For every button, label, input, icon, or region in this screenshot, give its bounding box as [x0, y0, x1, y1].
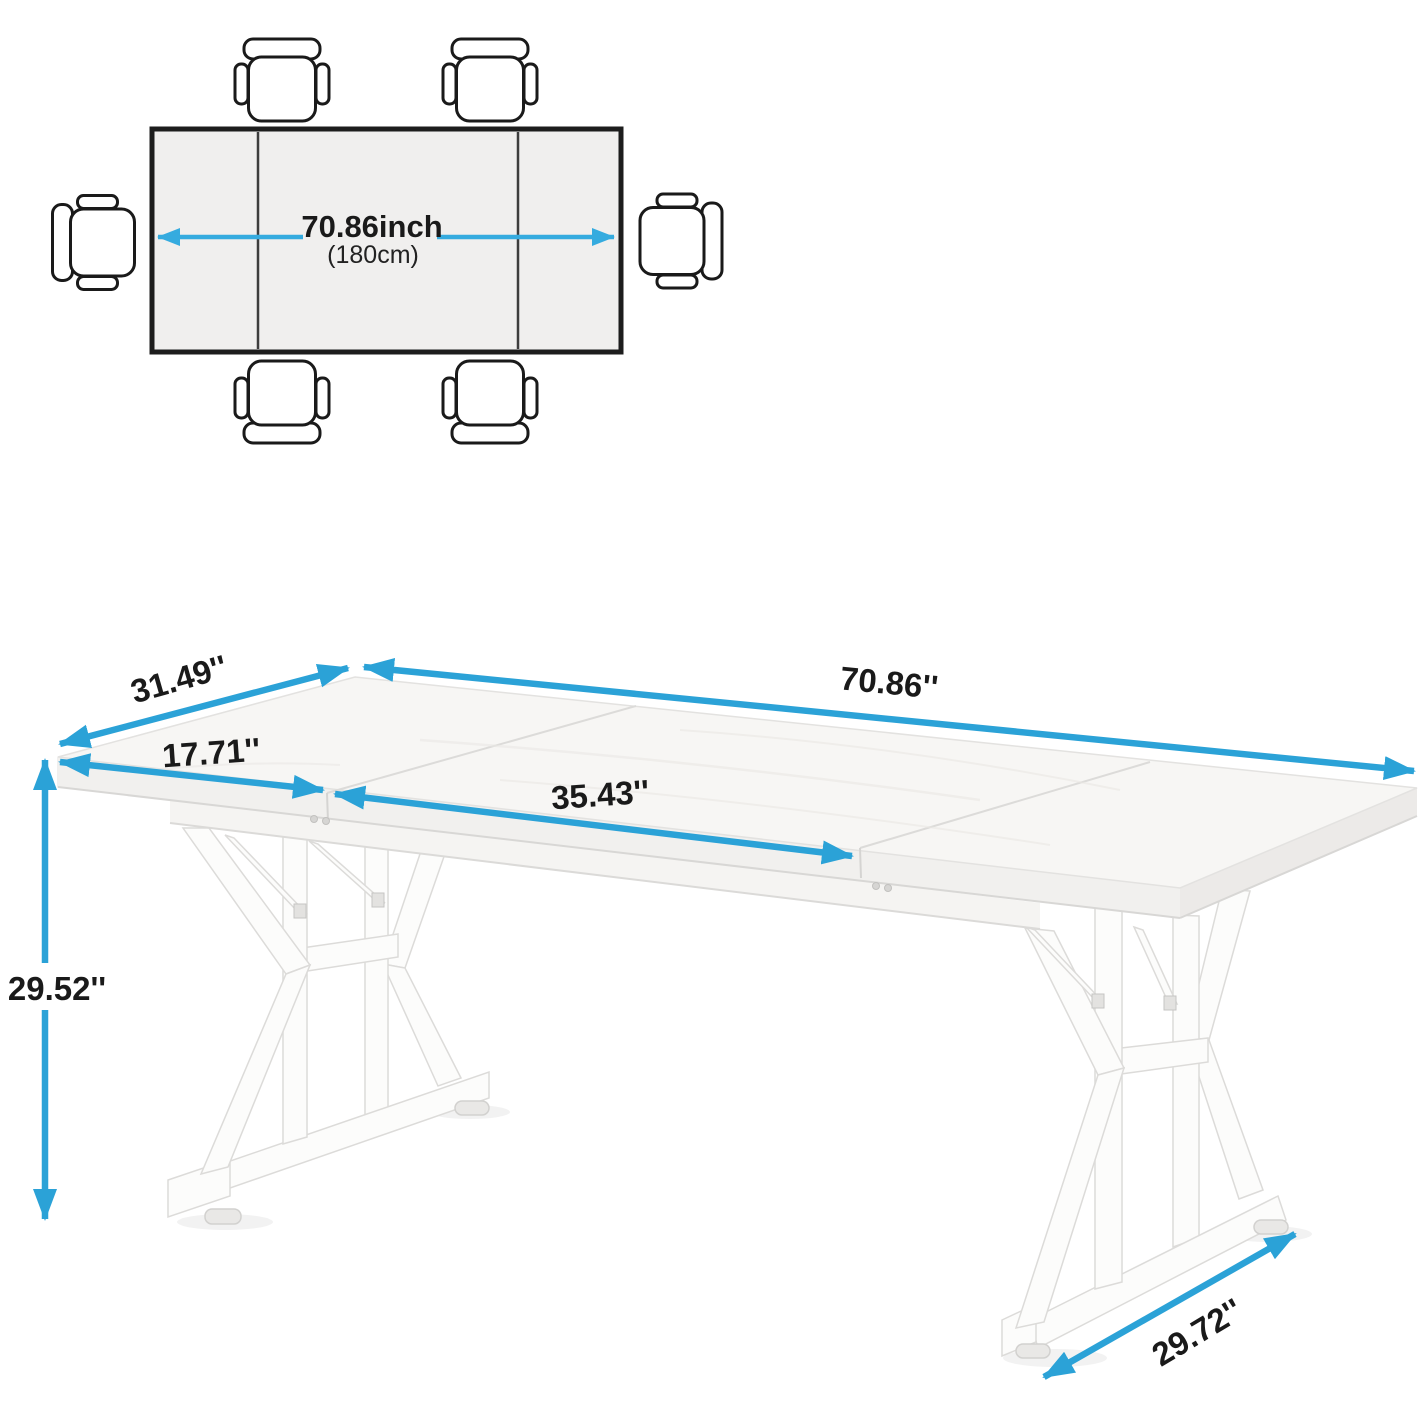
chair-top-left [233, 37, 331, 123]
foot [204, 1208, 242, 1225]
back-post [364, 844, 389, 1121]
leaf-seam-2-front [859, 847, 862, 879]
bolt-plate [371, 892, 385, 908]
leaf-label: 17.71'' [161, 731, 262, 775]
bolt-plate [1091, 993, 1105, 1009]
base-depth-label: 29.72'' [1145, 1291, 1248, 1373]
leaf-seam-1-front [326, 792, 329, 823]
perspective-view: 31.49'' 70.86'' 17.71'' 35.43'' 29.52'' … [8, 648, 1418, 1380]
half-arrow [333, 785, 854, 865]
leaf-arrow [58, 753, 325, 799]
bolt-plate [293, 903, 307, 919]
back-leg-lower [381, 963, 463, 1087]
brace [1132, 925, 1179, 1006]
foot [1253, 1219, 1289, 1235]
back-post [1172, 914, 1200, 1249]
table-outline [149, 126, 624, 355]
base-depth-arrow [1042, 1231, 1297, 1380]
slab-right-bottom-edge [1179, 815, 1418, 919]
foot [454, 1100, 490, 1116]
top-length-label: 70.86inch [301, 209, 442, 244]
foot [1015, 1343, 1051, 1359]
half-label: 35.43'' [550, 773, 651, 817]
top-length-metric-label: (180cm) [327, 241, 419, 269]
chair-top-right [441, 37, 539, 123]
bolt-plate [1163, 995, 1177, 1011]
top-view: 70.86inch (180cm) [51, 37, 724, 445]
chair-right [638, 192, 724, 290]
left-trestle [167, 827, 490, 1225]
depth-arrow [58, 664, 350, 748]
height-label: 29.52'' [8, 970, 106, 1007]
right-trestle [1001, 888, 1289, 1359]
length-label: 70.86'' [838, 659, 939, 705]
apron-bottom-edge [169, 822, 1041, 930]
screw-dots [310, 815, 892, 892]
front-leg-lower [199, 963, 312, 1176]
slab-right-face [1180, 788, 1417, 918]
chair-bottom-left [233, 359, 331, 445]
length-arrow [362, 658, 1416, 780]
chair-bottom-right [441, 359, 539, 445]
chair-left [51, 194, 136, 291]
dimension-arrows [33, 658, 1416, 1380]
brace [308, 840, 386, 904]
